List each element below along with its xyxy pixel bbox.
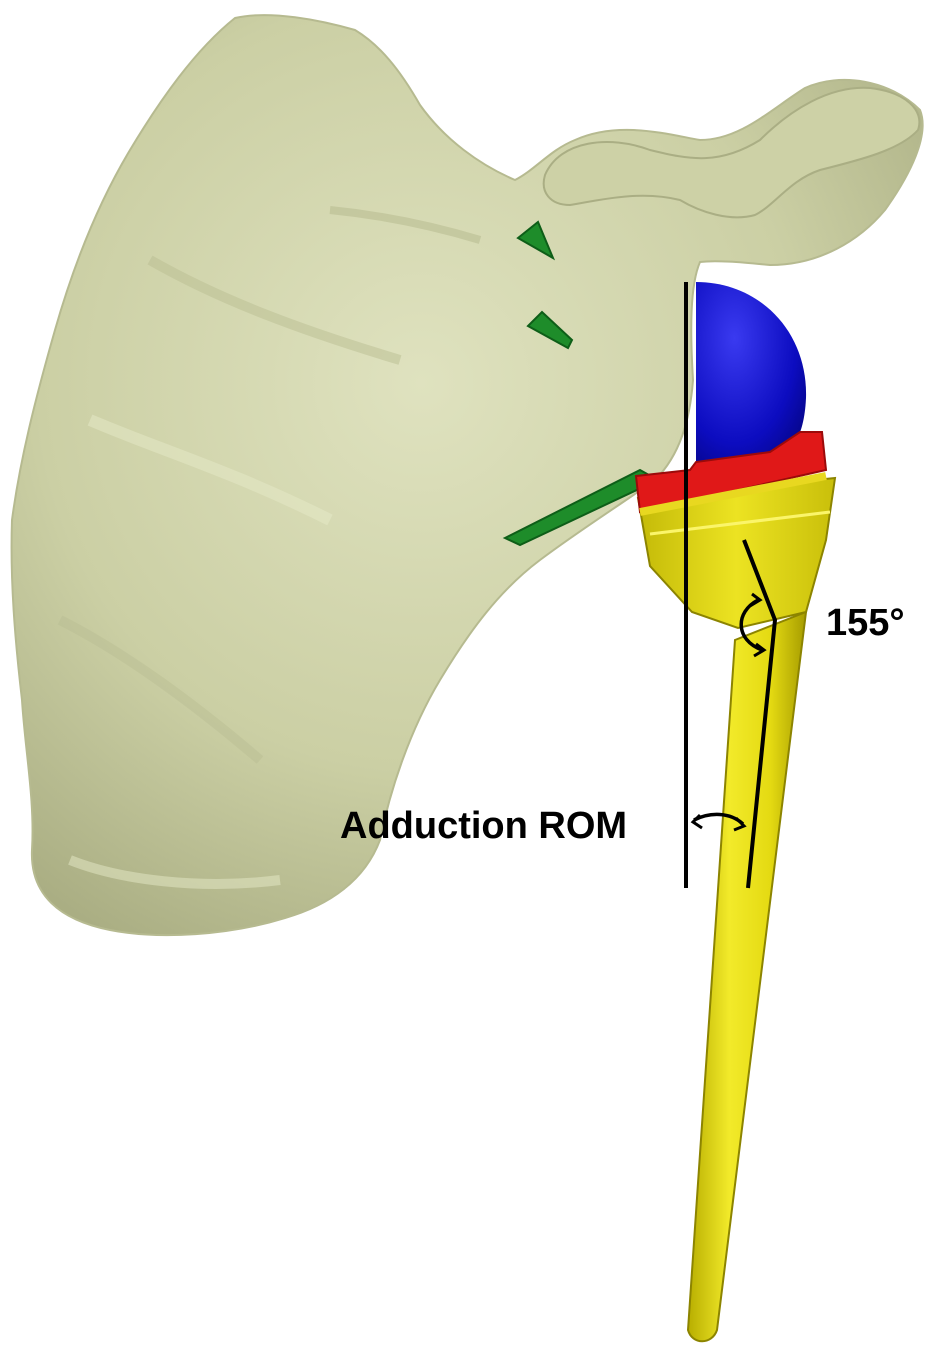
neck-shaft-angle-label: 155°	[826, 604, 905, 642]
adduction-rom-label: Adduction ROM	[340, 807, 627, 845]
humeral-stem	[688, 612, 806, 1341]
